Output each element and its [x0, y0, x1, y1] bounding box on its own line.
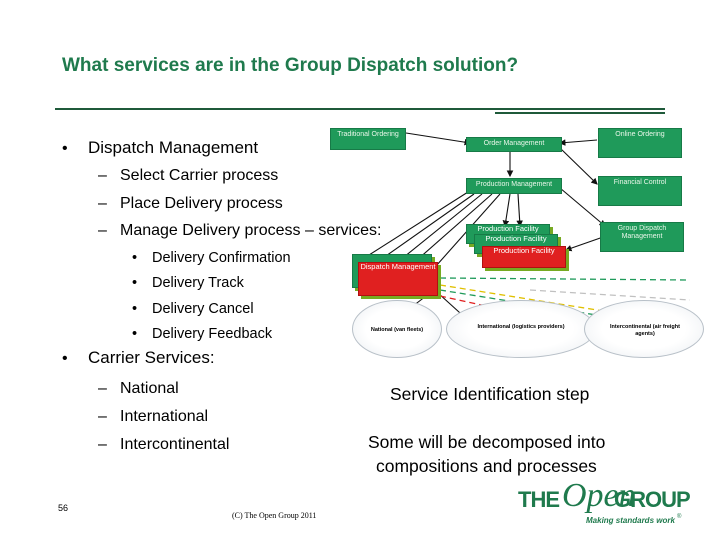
service-identification-step: Service Identification step	[390, 384, 590, 404]
online-ordering-box: Online Ordering	[598, 128, 682, 158]
logo-tagline: Making standards work	[586, 516, 675, 525]
bullet-delivery-track: Delivery Track	[152, 275, 244, 291]
decomposition-note-line2: compositions and processes	[376, 456, 597, 476]
title-underline-accent	[495, 112, 665, 114]
dash-marker: –	[98, 222, 107, 239]
bullet-delivery-feedback: Delivery Feedback	[152, 326, 273, 342]
dash-marker: –	[98, 195, 107, 212]
title-underline	[55, 108, 665, 110]
bullet-place-delivery: Place Delivery process	[120, 195, 283, 212]
bullet-select-carrier: Select Carrier process	[120, 167, 279, 184]
intercontinental-carrier-label: Intercontinental (air freight agents)	[610, 324, 680, 337]
dispatch-management-box: Dispatch Management	[358, 262, 438, 296]
bullet-marker: •	[62, 140, 68, 157]
production-management-box: Production Management	[466, 178, 562, 194]
bullet-carrier-services: Carrier Services:	[88, 348, 215, 367]
logo-the: THE	[518, 487, 560, 512]
bullet-dispatch-management: Dispatch Management	[88, 138, 259, 157]
sub-bullet-marker: •	[132, 326, 138, 342]
bullet-national: National	[120, 380, 179, 397]
financial-control-box: Financial Control	[598, 176, 682, 206]
international-carrier-label: International (logistics providers)	[477, 324, 565, 330]
bullet-delivery-confirmation: Delivery Confirmation	[152, 250, 291, 266]
international-carrier-ellipse	[446, 300, 596, 358]
order-management-box: Order Management	[466, 137, 562, 152]
page-number: 56	[58, 503, 69, 513]
group-dispatch-management-box: Group Dispatch Management	[600, 222, 684, 252]
copyright-notice: (C) The Open Group 2011	[232, 511, 317, 520]
logo-open: Open	[562, 477, 636, 514]
bullet-intercontinental: Intercontinental	[120, 436, 230, 453]
traditional-ordering-box: Traditional Ordering	[330, 128, 406, 150]
national-carrier-ellipse	[352, 300, 442, 358]
dash-marker: –	[98, 436, 107, 453]
decomposition-note-line1: Some will be decomposed into	[368, 432, 606, 452]
slide-title: What services are in the Group Dispatch …	[62, 55, 519, 76]
intercontinental-carrier-ellipse	[584, 300, 704, 358]
logo-group: GROUP	[614, 487, 691, 512]
production-facility-box-front: Production Facility	[482, 246, 566, 268]
bullet-international: International	[120, 408, 209, 425]
sub-bullet-marker: •	[132, 301, 138, 317]
national-carrier-label: National (van fleets)	[370, 327, 424, 333]
dash-marker: –	[98, 380, 107, 397]
sub-bullet-marker: •	[132, 275, 138, 291]
sub-bullet-marker: •	[132, 250, 138, 266]
logo-registered-mark: ®	[677, 514, 682, 520]
bullet-marker: •	[62, 350, 68, 367]
bullet-delivery-cancel: Delivery Cancel	[152, 301, 254, 317]
dash-marker: –	[98, 167, 107, 184]
bullet-manage-delivery: Manage Delivery process – services:	[120, 222, 382, 239]
dash-marker: –	[98, 408, 107, 425]
